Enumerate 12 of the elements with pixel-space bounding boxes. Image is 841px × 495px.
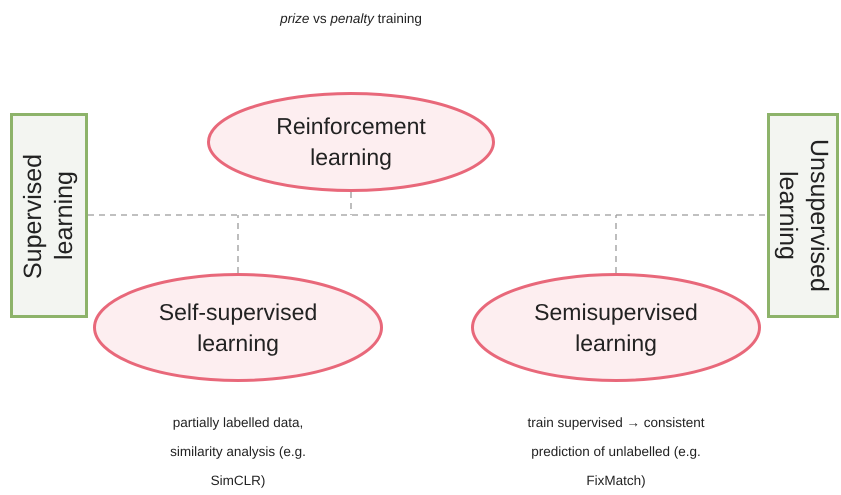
node-label: Self-supervised learning	[158, 298, 318, 358]
annotation-text: prize vs penalty training	[278, 10, 423, 28]
dashed-connector	[88, 214, 767, 216]
node-label: Reinforcement learning	[275, 112, 427, 172]
dashed-connector	[615, 215, 617, 273]
dashed-connector	[350, 192, 352, 215]
annotation-text: partially labelled data, similarity analysis (e.g. SimCLR)	[169, 414, 307, 490]
dashed-connector	[237, 215, 239, 273]
node-label: Semisupervised learning	[533, 298, 699, 358]
annotation-text: train supervised → consistent prediction of unlabelled (e.g. FixMatch)	[526, 414, 706, 490]
category-box: Supervised learning	[10, 113, 88, 318]
category-box: Unsupervised learning	[767, 113, 839, 318]
